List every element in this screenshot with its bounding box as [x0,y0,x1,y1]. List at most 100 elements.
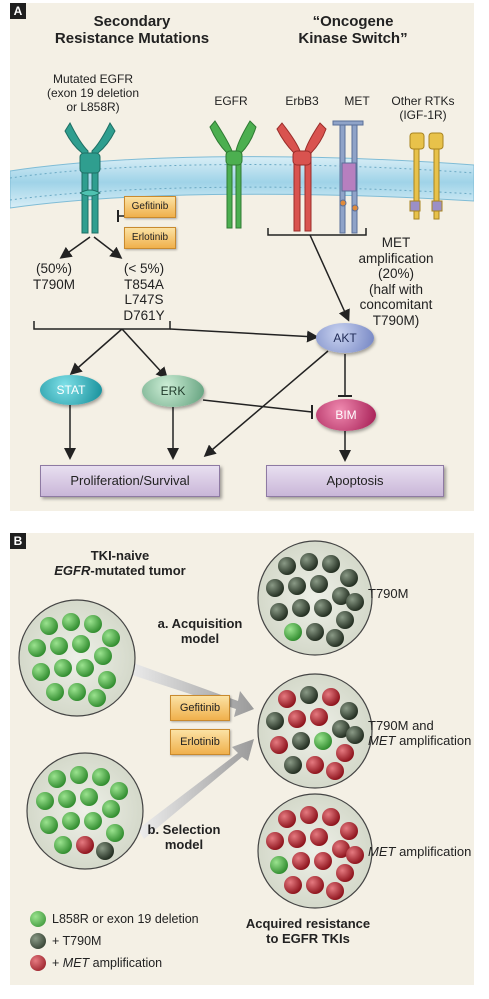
tumor-cell [28,639,46,657]
tumor-cell [110,782,128,800]
tumor-cell [322,688,340,706]
pathway-diagram [10,120,474,462]
tumor-cell [270,856,288,874]
tumor-cell [266,579,284,597]
tumor-cell [48,770,66,788]
tumor-cell [278,690,296,708]
node-bim: BIM [316,399,376,431]
tumor-cell [72,635,90,653]
panel-a: A Secondary Resistance Mutations “Oncoge… [10,3,474,511]
tumor-cell [278,557,296,575]
tumor-cell [288,710,306,728]
tumor-cell [278,810,296,828]
label-mutated-egfr: Mutated EGFR (exon 19 deletion or L858R) [46,72,140,114]
tumor-cell [106,824,124,842]
tumor-cell [332,840,350,858]
tumor-cell [314,732,332,750]
node-stat: STAT [40,375,102,405]
tumor-cell [300,686,318,704]
drug-erlotinib-a: Erlotinib [124,227,176,249]
tumor-cell [266,832,284,850]
legend-label-green: L858R or exon 19 deletion [52,912,199,926]
tumor-cell [76,659,94,677]
drug-gefitinib-a: Gefitinib [124,196,176,218]
tumor-cell [346,593,364,611]
tumor-cell [322,808,340,826]
tumor-cell [346,726,364,744]
tumor-cell [84,615,102,633]
tumor-cell [102,629,120,647]
tumor-cell [70,766,88,784]
tumor-cell [46,683,64,701]
acquisition-model-label: a. Acquisition model [157,616,243,646]
tumor-cell [306,876,324,894]
tumor-cell [58,790,76,808]
tumor-cell [62,613,80,631]
tumor-cell [332,587,350,605]
tumor-cell [96,842,114,860]
label-other-rtks: Other RTKs (IGF-1R) [391,94,455,122]
tumor-cell [98,671,116,689]
legend-dot-green [30,911,46,927]
tumor-cell [314,599,332,617]
node-erk: ERK [142,375,204,407]
tumor-cell [326,629,344,647]
tumor-cell [326,762,344,780]
legend-dot-red [30,955,46,971]
tumor-cell [336,864,354,882]
tumor-cell [346,846,364,864]
mutated-egfr-receptor [64,121,116,234]
tumor-cell [40,617,58,635]
tumor-cell [32,663,50,681]
tumor-cell [284,876,302,894]
tumor-cell [322,555,340,573]
tumor-cell [288,577,306,595]
heading-oncogene-switch: “Oncogene Kinase Switch” [298,13,408,48]
label-met: MET [344,94,370,108]
tumor-cell [50,637,68,655]
tumor-cell [288,830,306,848]
egfr-receptor [209,120,257,229]
met-amplification-label: MET amplification (20%) (half with conco… [358,235,434,328]
heading-secondary-mutations: Secondary Resistance Mutations [54,13,210,48]
tumor-cell [340,702,358,720]
met-receptor [332,120,364,234]
tumor-cell [292,732,310,750]
erbb3-receptor [276,122,327,232]
tumor-cell [62,812,80,830]
tumor-cell [310,828,328,846]
tumor-cell [326,882,344,900]
tumor-cell [76,836,94,854]
tumor-cell [270,736,288,754]
outcome-apoptosis: Apoptosis [266,465,444,497]
mutation-rare: (< 5%) T854A L747S D761Y [123,261,165,323]
tumor-cell [340,822,358,840]
mutation-t790m: (50%) T790M [32,261,76,292]
tumor-cell [54,836,72,854]
tumor-cell [92,768,110,786]
tumor-cell [84,812,102,830]
tumor-cell [270,603,288,621]
node-akt: AKT [316,323,374,353]
tumor-cell [314,852,332,870]
legend-label-dark: + T790M [52,934,102,948]
tumor-cell [300,806,318,824]
tumor-cell [80,788,98,806]
acquired-resistance-label: Acquired resistance to EGFR TKIs [245,916,371,946]
tumor-cell [94,647,112,665]
outcome-proliferation-survival: Proliferation/Survival [40,465,220,497]
label-erbb3: ErbB3 [285,94,319,108]
tumor-cell [40,816,58,834]
tumor-cell-diagram [18,540,373,909]
tumor-cell [310,708,328,726]
result-t790m: T790M [368,586,409,601]
tumor-cell [292,852,310,870]
tumor-cell [284,623,302,641]
tumor-cell [332,720,350,738]
tumor-cell [336,611,354,629]
label-egfr: EGFR [214,94,248,108]
result-met: MET amplification [368,844,472,859]
